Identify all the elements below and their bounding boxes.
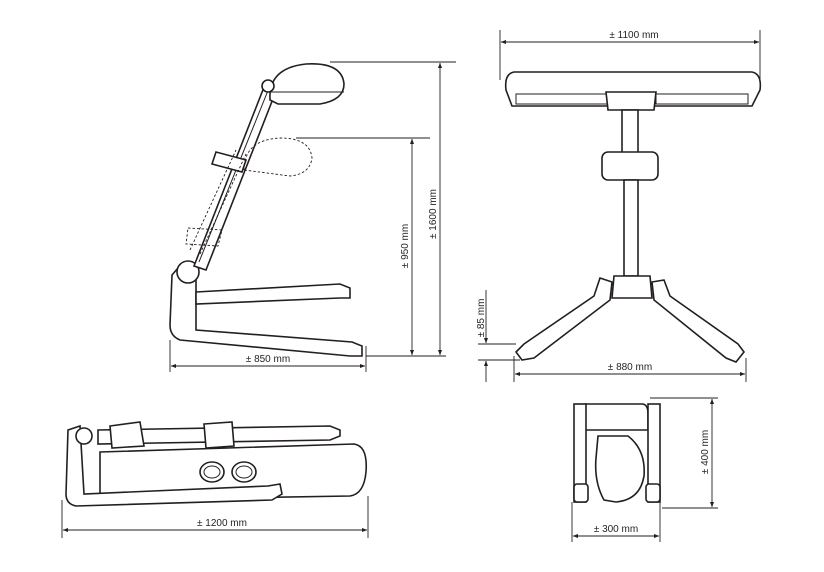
side-view-lamp-head: [269, 63, 345, 105]
front-head-width-label: ± 1100 mm: [609, 30, 658, 41]
folded-end-height-dimension: ± 400 mm: [650, 397, 718, 509]
front-view-column-clamp: [601, 151, 659, 181]
front-foot-height-dimension: ± 85 mm: [476, 290, 520, 382]
folded-end-width-dimension: ± 300 mm: [571, 502, 661, 542]
side-view: [169, 63, 363, 357]
end-view-head: [581, 403, 649, 431]
side-view-upper-leg: [195, 283, 351, 305]
front-view-right-leg: [651, 279, 746, 363]
front-base-width-label: ± 880 mm: [608, 362, 652, 373]
end-view-lamp-dome: [594, 435, 645, 503]
front-view-upper-column: [621, 109, 639, 155]
folded-end-height-label: ± 400 mm: [700, 430, 711, 474]
front-view-lower-column: [623, 179, 639, 277]
folded-view-right-knob-inner: [235, 465, 253, 479]
folded-view-lower-leg: [65, 424, 283, 507]
side-view-retracted-clamp: [185, 227, 223, 247]
side-view-column-clamp: [210, 151, 248, 173]
folded-view-right-knob: [231, 461, 257, 483]
side-view-retracted-lamp-head: [243, 137, 313, 177]
side-view-column-inner: [198, 87, 270, 263]
folded-view-arm-joint: [109, 421, 145, 449]
folded-end-width-label: ± 300 mm: [594, 524, 638, 535]
front-base-width-dimension: ± 880 mm: [513, 356, 747, 382]
side-height-high-dimension: ± 1600 mm: [330, 61, 456, 357]
front-view: [504, 71, 762, 363]
folded-view-arm-clamp: [203, 421, 235, 449]
front-head-width-dimension: ± 1100 mm: [499, 30, 761, 80]
front-foot-height-label: ± 85 mm: [476, 299, 487, 338]
side-view-retracted-column: [189, 149, 247, 255]
side-view-head-hinge: [261, 79, 275, 93]
side-width-label: ± 850 mm: [246, 354, 290, 365]
front-view-base-hub: [611, 275, 653, 299]
folded-length-dimension: ± 1200 mm: [61, 496, 369, 538]
front-view-left-leg: [514, 276, 613, 361]
end-view-left-foot: [573, 483, 589, 503]
side-view-lower-leg: [169, 266, 363, 357]
front-view-head-mount: [605, 91, 657, 111]
folded-view-left-knob-inner: [203, 465, 221, 479]
folded-length-label: ± 1200 mm: [197, 518, 247, 529]
front-view-lamp-head: [504, 71, 762, 107]
folded-view-left-knob: [199, 461, 225, 483]
folded-view-pivot: [75, 427, 93, 445]
side-width-dimension: ± 850 mm: [169, 340, 367, 372]
end-view-right-foot: [645, 483, 661, 503]
folded-view: [65, 421, 368, 507]
folded-end-view: [573, 403, 661, 503]
side-height-high-label: ± 1600 mm: [428, 189, 439, 239]
side-height-low-label: ± 950 mm: [400, 224, 411, 268]
side-height-low-dimension: ± 950 mm: [296, 137, 430, 357]
